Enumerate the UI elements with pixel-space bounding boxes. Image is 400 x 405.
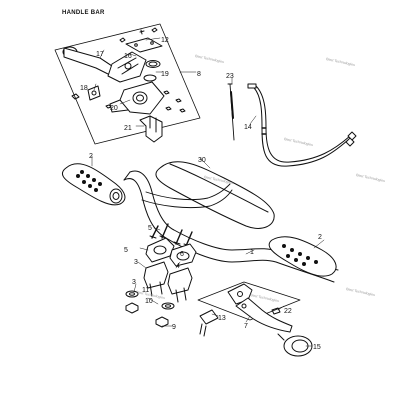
watermark: Beet Technologies: [136, 290, 166, 300]
callout-3b: 3: [132, 279, 136, 286]
callout-12: 12: [161, 37, 169, 44]
callout-23: 23: [226, 73, 234, 80]
clutch-cable: [247, 83, 357, 167]
diagram-title: HANDLE BAR: [62, 10, 105, 16]
callout-16: 16: [124, 53, 132, 60]
callout-17: 17: [96, 51, 104, 58]
watermark: Beet Technologies: [250, 293, 280, 303]
pivot-bolt: [87, 85, 101, 101]
watermark: Beet Technologies: [284, 137, 314, 147]
throttle-cable: [227, 83, 235, 141]
callout-8: 8: [197, 71, 201, 78]
throttle-housing-15: [277, 333, 313, 357]
watermark: Beet Technologies: [204, 175, 234, 185]
callout-10: 10: [145, 298, 153, 305]
cover-screws: [119, 27, 158, 43]
lever-adjuster-22: [271, 307, 281, 315]
callout-14: 14: [244, 124, 252, 131]
switch-connector: [199, 309, 219, 337]
diaphragm: [143, 60, 161, 82]
reservoir-cover: [125, 37, 163, 53]
left-grip: [62, 163, 126, 206]
callout-13: 13: [218, 315, 226, 322]
callout-21: 21: [124, 125, 132, 132]
watermark: Beet Technologies: [356, 173, 386, 183]
master-cylinder-group-box: [54, 23, 201, 145]
leader-lines: [91, 37, 325, 347]
callout-30: 30: [198, 157, 206, 164]
washers: [125, 290, 175, 310]
callout-2b: 2: [318, 234, 322, 241]
callout-20: 20: [110, 105, 118, 112]
right-grip: [268, 236, 337, 277]
brake-hose-fitting: [139, 115, 163, 143]
callout-5: 5: [148, 225, 152, 232]
callout-6: 6: [180, 251, 184, 258]
clutch-group-box: [197, 281, 301, 321]
lower-clamp-right: [167, 267, 193, 303]
callout-2: 2: [89, 153, 93, 160]
callout-19: 19: [161, 71, 169, 78]
callout-22: 22: [284, 308, 292, 315]
callout-3: 3: [134, 259, 138, 266]
clutch-lever: [235, 297, 293, 333]
callout-7: 7: [244, 323, 248, 330]
bolts-5: [149, 223, 193, 247]
nuts-9: [125, 302, 169, 328]
upper-clamp-right: [169, 243, 197, 267]
watermark: Beet Technologies: [326, 57, 356, 67]
callout-9: 9: [172, 324, 176, 331]
callout-11: 11: [142, 287, 149, 294]
small-fasteners: [71, 90, 186, 113]
callout-5b: 5: [124, 247, 128, 254]
callout-1: 1: [250, 249, 254, 256]
callout-18: 18: [80, 85, 88, 92]
callout-15: 15: [313, 344, 321, 351]
callout-4: 4: [176, 263, 180, 270]
watermark: Beet Technologies: [195, 54, 225, 64]
brake-clamp: [109, 81, 165, 115]
watermark: Beet Technologies: [346, 287, 376, 297]
lower-clamp-left: [143, 261, 169, 297]
master-cylinder-body: [107, 51, 147, 83]
